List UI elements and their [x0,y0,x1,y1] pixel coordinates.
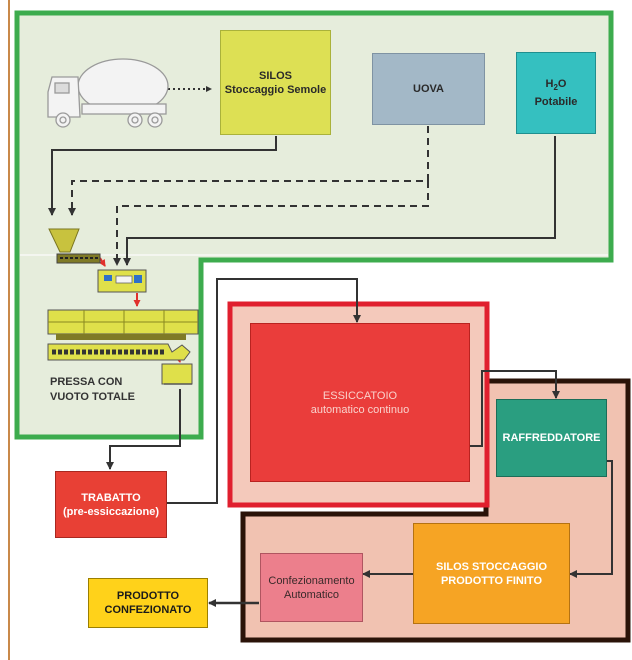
prodotto-line1: PRODOTTO [116,590,180,602]
confezionamento-box: Confezionamento Automatico [260,553,363,622]
press-machine-icon [47,309,199,385]
silos-box: SILOS Stoccaggio Semole [220,30,331,135]
silos-line2: Stoccaggio Semole [224,83,327,96]
press-label: PRESSA CON VUOTO TOTALE [50,375,135,405]
raffreddatore-box: RAFFREDDATORE [496,399,607,477]
water-sub: 2 [553,83,558,93]
trabatto-box: TRABATTO (pre-essiccazione) [55,471,167,538]
essiccatoio-box: ESSICCATOIO automatico continuo [250,323,470,482]
prodotto-box: PRODOTTO CONFEZIONATO [88,578,208,628]
essiccatoio-line2: automatico continuo [310,403,410,416]
trabatto-line1: TRABATTO [81,491,141,504]
truck-icon [47,58,169,128]
silos-line1: SILOS [258,69,292,82]
water-h: H [545,77,554,90]
water-box: H2O Potabile [516,52,596,134]
confezionamento-line2: Automatico [283,588,340,601]
raffreddatore-label: RAFFREDDATORE [502,432,601,444]
uova-label: UOVA [413,83,444,95]
press-line1: PRESSA CON [50,376,123,388]
hopper-icon [48,228,101,264]
water-line2: Potabile [534,96,578,109]
trabatto-line2: (pre-essiccazione) [63,505,159,518]
silos-finito-line1: SILOS STOCCAGGIO [435,560,548,573]
uova-box: UOVA [372,53,485,125]
silos-finito-box: SILOS STOCCAGGIO PRODOTTO FINITO [413,523,570,624]
prodotto-line2: CONFEZIONATO [104,604,192,616]
silos-finito-line2: PRODOTTO FINITO [440,574,543,587]
water-o: O [557,77,567,90]
essiccatoio-line1: ESSICCATOIO [322,389,398,402]
water-line1: H2O [546,77,567,95]
confezionamento-line1: Confezionamento [268,574,355,587]
mixer-icon [97,269,147,293]
left-rule [8,0,10,660]
press-line2: VUOTO TOTALE [50,391,135,403]
